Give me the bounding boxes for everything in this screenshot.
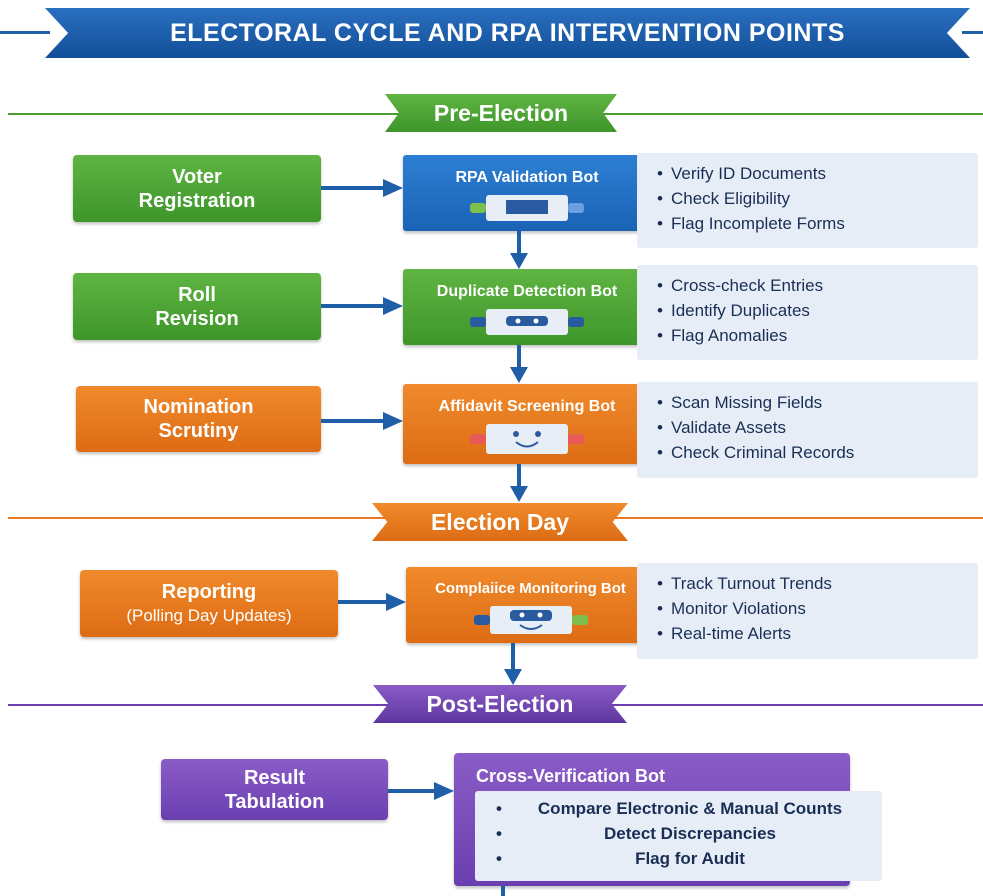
task-item: Track Turnout Trends: [657, 571, 966, 596]
task-panel: Verify ID Documents Check Eligibility Fl…: [637, 153, 978, 248]
task-item: Scan Missing Fields: [657, 390, 966, 415]
arrow-down-icon: [504, 643, 522, 685]
task-panel: Track Turnout Trends Monitor Violations …: [637, 563, 978, 659]
arrow-right-icon: [338, 593, 406, 611]
task-item: Monitor Violations: [657, 596, 966, 621]
arrow-right-icon: [321, 179, 403, 197]
step-label-line2: (Polling Day Updates): [126, 605, 292, 625]
task-panel: Compare Electronic & Manual Counts Detec…: [475, 791, 882, 881]
task-item: Compare Electronic & Manual Counts: [496, 796, 870, 821]
task-item: Detect Discrepancies: [496, 821, 870, 846]
phase-post-election: Post-Election: [373, 685, 627, 723]
robot-icon: [470, 424, 584, 454]
bot-title: Affidavit Screening Bot: [438, 398, 616, 415]
arrow-down-icon: [510, 231, 528, 269]
task-item: Validate Assets: [657, 415, 966, 440]
step-label-line1: Result: [243, 766, 306, 789]
step-label-line1: Roll: [178, 283, 216, 306]
arrow-right-icon: [388, 782, 454, 800]
bot-compliance-monitoring: Complaiice Monitoring Bot: [406, 567, 655, 643]
robot-icon: [473, 606, 588, 634]
arrow-right-icon: [321, 297, 403, 315]
bot-title: RPA Validation Bot: [455, 169, 599, 186]
step-label-line2: Scrutiny: [158, 420, 239, 442]
task-item: Cross-check Entries: [657, 273, 966, 298]
arrow-right-icon: [321, 412, 403, 430]
step-label-line2: Revision: [155, 307, 239, 330]
step-label-line1: Nomination: [143, 396, 254, 418]
step-reporting: Reporting (Polling Day Updates): [80, 570, 338, 637]
task-panel: Cross-check Entries Identify Duplicates …: [637, 265, 978, 360]
task-panel: Scan Missing Fields Validate Assets Chec…: [637, 382, 978, 478]
step-nomination-scrutiny: Nomination Scrutiny: [76, 386, 321, 452]
arrow-down-icon: [510, 345, 528, 383]
arrow-down-icon: [510, 464, 528, 502]
task-item: Flag Incomplete Forms: [657, 211, 966, 236]
step-label-line1: Voter: [172, 165, 222, 188]
task-item: Check Eligibility: [657, 186, 966, 211]
task-item: Flag for Audit: [496, 846, 870, 871]
step-label-line2: Tabulation: [224, 790, 325, 813]
step-voter-registration: Voter Registration: [73, 155, 321, 222]
task-item: Verify ID Documents: [657, 161, 966, 186]
bot-title: Complaiice Monitoring Bot: [435, 580, 626, 597]
phase-pre-election: Pre-Election: [385, 94, 617, 132]
robot-icon: [470, 309, 584, 335]
bot-affidavit-screening: Affidavit Screening Bot: [403, 384, 651, 464]
connector-stub: [501, 886, 505, 896]
robot-icon: [470, 195, 584, 221]
bot-duplicate-detection: Duplicate Detection Bot: [403, 269, 651, 345]
title-line-left: [0, 31, 50, 34]
step-roll-revision: Roll Revision: [73, 273, 321, 340]
step-label-line2: Registration: [138, 189, 256, 212]
step-label-line1: Reporting: [161, 580, 257, 603]
task-item: Identify Duplicates: [657, 298, 966, 323]
phase-election-day: Election Day: [372, 503, 628, 541]
bot-title: Duplicate Detection Bot: [436, 283, 618, 300]
task-item: Real-time Alerts: [657, 621, 966, 646]
step-result-tabulation: Result Tabulation: [161, 759, 388, 820]
bot-rpa-validation: RPA Validation Bot: [403, 155, 651, 231]
title-line-right: [962, 31, 983, 34]
task-item: Flag Anomalies: [657, 323, 966, 348]
bot-title: Cross-Verification Bot: [476, 766, 666, 786]
bot-cross-verification: Cross-Verification Bot Compare Electroni…: [454, 753, 882, 886]
task-item: Check Criminal Records: [657, 440, 966, 465]
page-title: ELECTORAL CYCLE AND RPA INTERVENTION POI…: [45, 8, 970, 58]
